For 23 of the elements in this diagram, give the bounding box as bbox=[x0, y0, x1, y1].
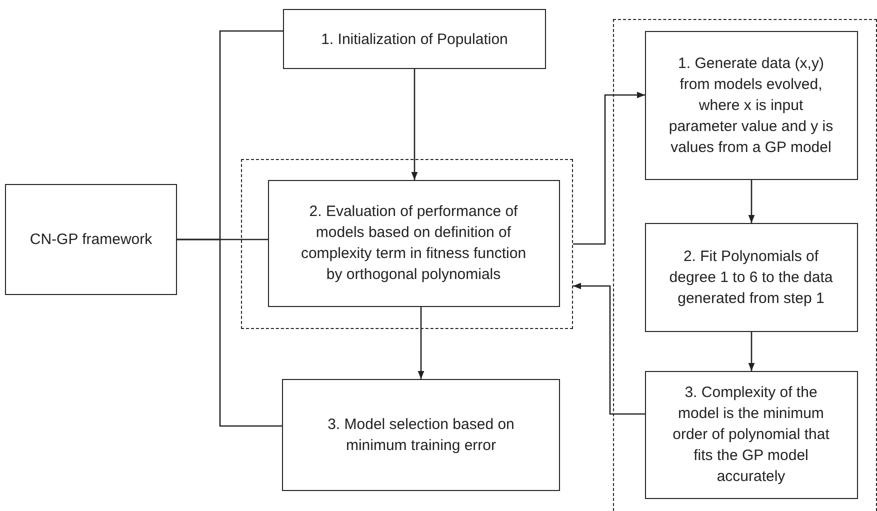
connector-line bbox=[177, 238, 282, 427]
process-box bbox=[282, 379, 560, 491]
box-text: 3. Model selection based on minimum training error bbox=[326, 415, 516, 456]
box-text: CN-GP framework bbox=[30, 230, 152, 250]
dashed-group-frame bbox=[241, 159, 573, 329]
box-text: 3. Complexity of the model is the minimum order of polynomial that fits the GP model accurately bbox=[672, 383, 830, 487]
arrow bbox=[573, 92, 645, 245]
process-box bbox=[283, 9, 546, 69]
box-text: 2. Evaluation of performance of models based on definition of complexity term in fitness function by orthogonal polynomials bbox=[300, 202, 528, 285]
process-box bbox=[268, 180, 560, 306]
arrow bbox=[748, 180, 755, 223]
arrow bbox=[573, 282, 645, 415]
process-box bbox=[644, 30, 858, 180]
arrow bbox=[411, 69, 418, 180]
box-text: 1. Generate data (x,y) from models evolved, where x is input parameter value and y is values from a GP model bbox=[668, 54, 834, 158]
process-box bbox=[5, 184, 177, 295]
arrow bbox=[418, 307, 424, 379]
box-text: 2. Fit Polynomials of degree 1 to 6 to the data generated from step 1 bbox=[668, 246, 834, 308]
box-text: 1. Initialization of Population bbox=[321, 30, 508, 50]
process-box bbox=[644, 222, 858, 332]
arrow bbox=[748, 332, 755, 371]
dashed-group-frame bbox=[613, 19, 877, 511]
process-box bbox=[644, 370, 858, 498]
